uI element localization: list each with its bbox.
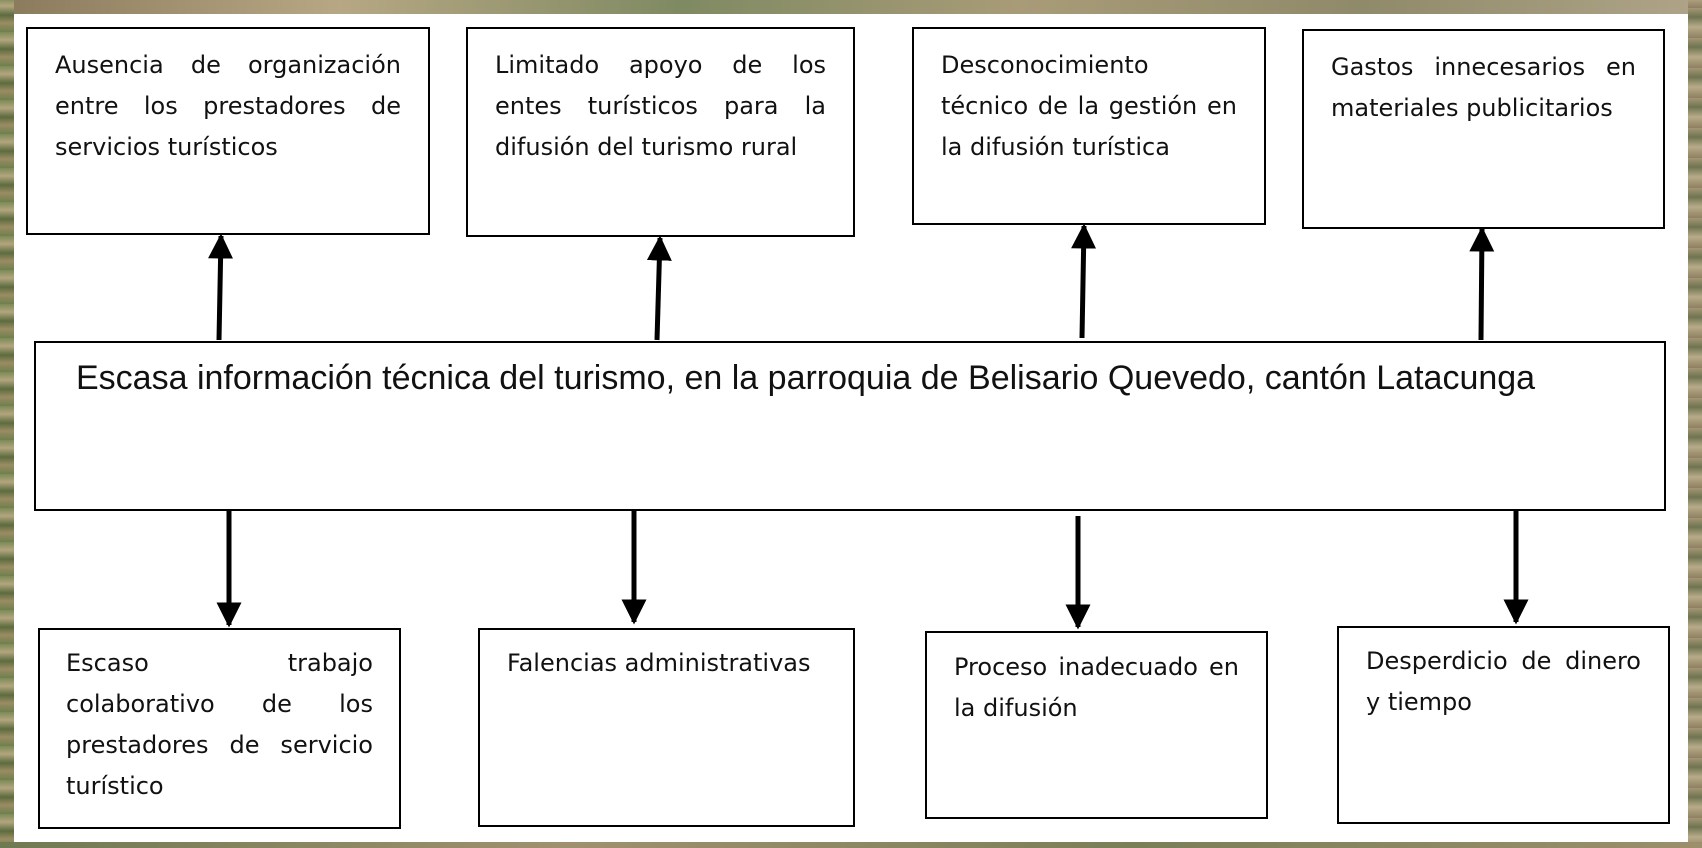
- cause-text-4: Desperdicio de dinero y tiempo: [1366, 647, 1641, 716]
- effect-text-4: Gastos innecesarios en materiales public…: [1331, 53, 1636, 122]
- background-photo-top: [0, 0, 1702, 14]
- effect-text-2: Limitado apoyo de los entes turísticos p…: [495, 51, 826, 161]
- cause-text-3: Proceso inadecuado en la difusión: [954, 653, 1239, 722]
- cause-box-3: Proceso inadecuado en la difusión: [925, 631, 1268, 819]
- effect-box-1: Ausencia de organización entre los prest…: [26, 27, 430, 235]
- cause-box-2: Falencias administrativas: [478, 628, 855, 827]
- effect-text-3: Desconocimiento técnico de la gestión en…: [941, 51, 1237, 161]
- effect-box-2: Limitado apoyo de los entes turísticos p…: [466, 27, 855, 237]
- effect-box-4: Gastos innecesarios en materiales public…: [1302, 29, 1665, 229]
- cause-text-2: Falencias administrativas: [507, 649, 811, 677]
- effect-box-3: Desconocimiento técnico de la gestión en…: [912, 27, 1266, 225]
- cause-box-4: Desperdicio de dinero y tiempo: [1337, 626, 1670, 824]
- arrow-up-2: [646, 235, 672, 341]
- background-photo-right: [1688, 0, 1702, 848]
- background-photo-bottom: [0, 842, 1702, 848]
- arrow-up-4: [1469, 226, 1495, 341]
- background-photo-left: [0, 0, 14, 848]
- central-problem-box: Escasa información técnica del turismo, …: [34, 341, 1666, 511]
- central-problem-text: Escasa información técnica del turismo, …: [76, 359, 1536, 397]
- cause-box-1: Escaso trabajo colaborativo de los prest…: [38, 628, 401, 829]
- cause-text-1: Escaso trabajo colaborativo de los prest…: [66, 649, 373, 800]
- arrow-up-3: [1071, 223, 1097, 339]
- effect-text-1: Ausencia de organización entre los prest…: [55, 51, 401, 161]
- arrow-up-1: [208, 233, 234, 341]
